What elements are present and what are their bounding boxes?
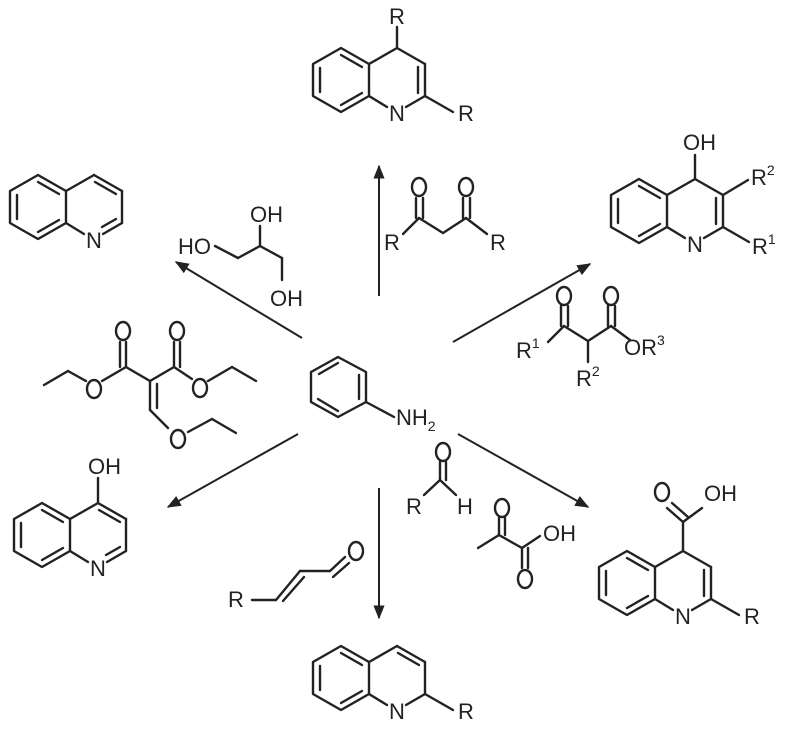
nitrogen-label: N: [675, 604, 691, 629]
oxygen-atom: [653, 481, 671, 503]
arrow-to-quinoline-carboxylic-acid: [457, 433, 590, 508]
oxygen-atom: [85, 378, 103, 400]
oxygen-atom: [191, 377, 209, 399]
oxygen-atom: [347, 540, 365, 562]
r-label: R: [744, 604, 760, 629]
quinoline-4-carboxylic-acid: OH N R: [597, 481, 760, 629]
hydroxyl-label: OH: [250, 202, 283, 227]
oxygen-atom: [457, 176, 475, 198]
amine-label: NH2: [396, 405, 436, 434]
nitrogen-label: N: [86, 228, 102, 253]
reaction-arrows: [166, 164, 592, 620]
oxygen-atom: [410, 176, 428, 198]
beta-ketoester-reagent: R1 OR3 R2: [516, 285, 665, 391]
r-label: R: [458, 101, 474, 126]
nitrogen-label: N: [687, 232, 703, 257]
oxygen-atom: [169, 428, 187, 450]
r-label: R: [490, 230, 506, 255]
nitrogen-label: N: [389, 101, 405, 126]
nitrogen-label: N: [90, 556, 106, 581]
2-substituted-quinoline: N R: [311, 644, 474, 724]
oxygen-atom: [516, 568, 534, 590]
r2-label: R2: [751, 162, 775, 190]
r-label: R: [406, 494, 422, 519]
hydroxyl-label: OH: [704, 481, 737, 506]
oxygen-atom: [493, 497, 511, 519]
oxygen-atom: [434, 441, 452, 463]
ethoxymethylenemalonate-reagent: [42, 320, 258, 450]
glycerol-reagent: HO OH OH: [178, 202, 303, 311]
r1-label: R1: [516, 335, 540, 363]
r-label: R: [458, 699, 474, 724]
nitrogen-label: N: [389, 699, 405, 724]
quinoline: N: [8, 173, 124, 253]
r-label: R: [389, 4, 405, 29]
oxygen-atom: [602, 285, 620, 307]
4-hydroxyquinoline: OH N: [12, 454, 128, 581]
hydroxyl-label: OH: [88, 454, 121, 479]
r-label: R: [384, 230, 400, 255]
enal-reagent: R: [228, 540, 365, 612]
oxygen-atom: [114, 320, 132, 342]
oxygen-atom: [555, 285, 573, 307]
ester-label: OR3: [624, 332, 665, 360]
arrow-to-4-hydroxyquinoline: [166, 433, 299, 508]
2-4-disubstituted-quinoline: R N R: [311, 4, 474, 126]
arrow-to-quinoline: [174, 261, 303, 339]
hydroxyl-label: OH: [543, 521, 576, 546]
hydroxyl-label: OH: [270, 286, 303, 311]
aldehyde-reagent: R H: [406, 441, 473, 519]
hydroxyl-label: HO: [178, 234, 211, 259]
arrow-to-4-hydroxyquinoline-substituted: [452, 263, 592, 343]
hydroxyl-label: OH: [683, 130, 716, 155]
4-hydroxy-2-3-disubstituted-quinoline: OH R2 N R1: [609, 130, 776, 259]
r1-label: R1: [752, 231, 776, 259]
pyruvic-acid-reagent: OH: [476, 497, 576, 590]
hydrogen-label: H: [457, 494, 473, 519]
oxygen-atom: [168, 320, 186, 342]
aniline-structure: NH2: [309, 355, 436, 434]
r-label: R: [228, 587, 244, 612]
r2-label: R2: [576, 363, 600, 391]
diketone-reagent: R R: [384, 176, 506, 255]
